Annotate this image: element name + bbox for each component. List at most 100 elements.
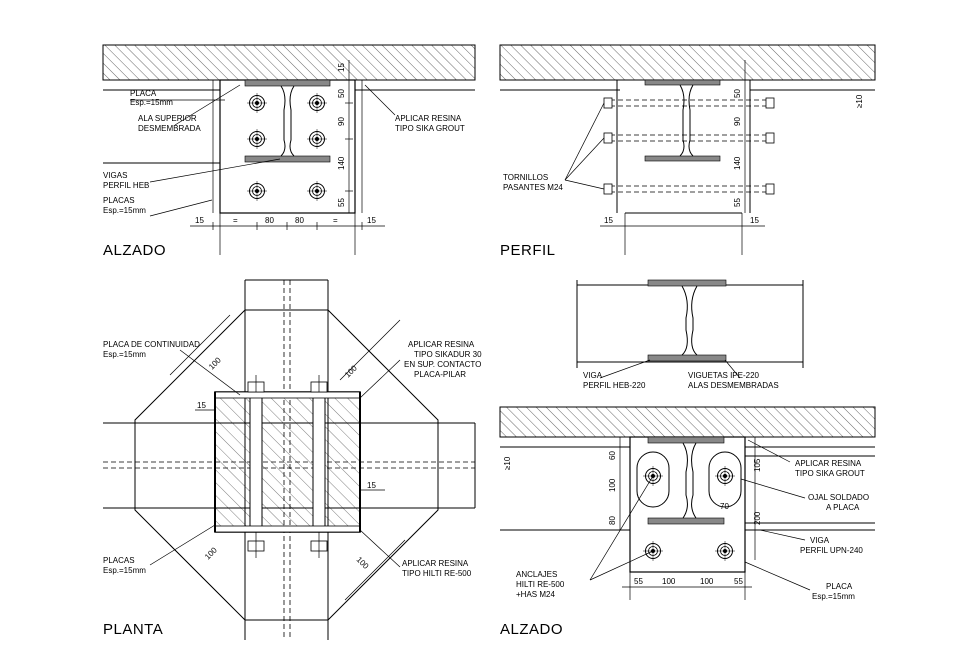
dim-diag-4: 100 [355,555,371,571]
bottom-flange [644,155,721,162]
label-hilti-2: TIPO HILTI RE-500 [402,569,472,578]
label-resina-2: TIPO SIKA GROUT [795,469,865,478]
dim-h-3: 100 [700,577,714,586]
dim-diag-2: 100 [343,363,359,379]
bottom-flange [647,517,725,525]
dim-v-4: 140 [337,156,346,170]
dim-v-1: 50 [733,89,742,98]
dim-h-2: = [233,216,238,225]
dim-v-5: 55 [337,198,346,207]
pillar [214,391,361,533]
dim-15-a: 15 [197,401,206,410]
label-placa: PLACA [826,582,853,591]
label-resina-3: EN SUP. CONTACTO [404,360,481,369]
slab-hatch [499,44,876,81]
label-anclajes: ANCLAJES [516,570,557,579]
through-bolts [603,97,775,195]
label-anclajes-3: +HAS M24 [516,590,555,599]
slab-hatch [102,44,476,81]
dim-v-right-1: 105 [753,458,762,472]
dim-h-3: 80 [265,216,274,225]
view-title-alzado: ALZADO [103,242,166,259]
label-placa: PLACA [130,89,157,98]
label-placas-esp: Esp.=15mm [103,566,146,575]
label-viga-2: PERFIL HEB-220 [583,381,646,390]
dim-h-5: = [333,216,338,225]
dim-15-b: 15 [367,481,376,490]
dim-h-4: 80 [295,216,304,225]
label-resina-4: PLACA-PILAR [414,370,466,379]
label-continuidad: PLACA DE CONTINUIDAD [103,340,200,349]
dim-h-1: 55 [634,577,643,586]
label-ojal-2: A PLACA [826,503,860,512]
top-flange [647,436,725,444]
dim-v-left-2: 100 [608,478,617,492]
label-ala: ALA SUPERIOR [138,114,197,123]
bolt-icon [246,180,268,202]
label-resina: APLICAR RESINA [408,340,475,349]
plate [219,79,356,214]
label-placas-esp: Esp.=15mm [103,206,146,215]
view-title-perfil: PERFIL [500,242,556,259]
dim-h-1: 15 [195,216,204,225]
dim-diag-3: 100 [203,545,219,561]
view-title-planta: PLANTA [103,621,163,638]
label-anclajes-2: HILTI RE-500 [516,580,565,589]
label-vigas: VIGAS [103,171,127,180]
gap-dim: ≥10 [503,456,512,470]
label-resina-2: TIPO SIKADUR 30 [414,350,482,359]
label-vigas-2: PERFIL HEB [103,181,149,190]
dim-v-right-2: 200 [753,511,762,525]
bolt-icon [306,92,328,114]
label-continuidad-esp: Esp.=15mm [103,350,146,359]
planta-view: 100 100 100 100 15 15 PLACA DE CONTINUID… [103,279,482,640]
label-viguetas: VIGUETAS IPE-220 [688,371,760,380]
top-flange [244,79,331,87]
dim-v-3: 140 [733,156,742,170]
bolt-icon [306,180,328,202]
label-placa-esp: Esp.=15mm [812,592,855,601]
alzado-bottom-view: 60 100 80 105 200 ≥10 70 55 100 100 55 A… [499,406,876,638]
view-title-alzado-2: ALZADO [500,621,563,638]
dim-v-3: 90 [337,117,346,126]
label-placas: PLACAS [103,556,135,565]
label-viga: VIGA [583,371,603,380]
label-viga: VIGA [810,536,830,545]
bolt-icon [246,128,268,150]
top-flange [647,279,727,287]
slab-hatch [499,406,876,438]
label-tornillos: TORNILLOS [503,173,548,182]
dim-ojal: 70 [720,502,729,511]
gap-dim: ≥10 [855,94,864,108]
bottom-flange [647,354,727,362]
label-tornillos-2: PASANTES M24 [503,183,563,192]
label-placa-esp: Esp.=15mm [130,98,173,107]
bottom-flange [244,155,331,163]
top-flange [644,79,721,86]
dim-v-4: 55 [733,198,742,207]
anchor-icon [714,540,736,562]
dim-h-2: 15 [750,216,759,225]
label-ojal: OJAL SOLDADO [808,493,869,502]
label-resina: APLICAR RESINA [395,114,462,123]
dim-h-4: 55 [734,577,743,586]
label-resina-2: TIPO SIKA GROUT [395,124,465,133]
alzado-top-view: 15 = 80 80 = 15 15 50 90 140 55 PLACA Es… [102,44,476,259]
dim-v-2: 90 [733,117,742,126]
dim-h-1: 15 [604,216,613,225]
label-resina: APLICAR RESINA [795,459,862,468]
label-hilti: APLICAR RESINA [402,559,469,568]
dim-v-left-1: 60 [608,451,617,460]
dim-h-6: 15 [367,216,376,225]
dim-v-2: 50 [337,89,346,98]
perfil-view: 50 90 140 55 ≥10 15 15 TORNILLOS PASANTE… [499,44,876,259]
dim-v-1: 15 [337,63,346,72]
bolt-icon [306,128,328,150]
label-viguetas-2: ALAS DESMEMBRADAS [688,381,779,390]
label-viga-2: PERFIL UPN-240 [800,546,863,555]
label-ala-2: DESMEMBRADA [138,124,201,133]
dim-diag-1: 100 [207,355,223,371]
dim-v-left-3: 80 [608,516,617,525]
dim-h-2: 100 [662,577,676,586]
